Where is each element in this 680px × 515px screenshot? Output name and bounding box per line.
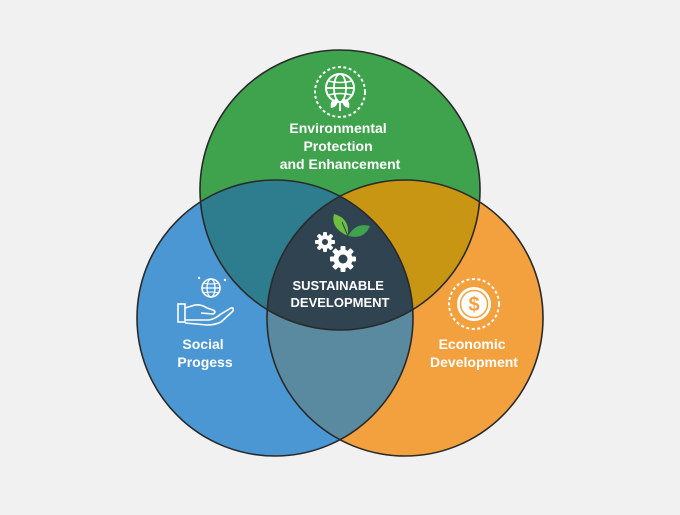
social-label-line-2: Progess	[177, 354, 232, 370]
globe-leaf-icon	[314, 66, 366, 118]
social-outline	[136, 179, 414, 457]
environmental-label-line-2: Protection	[303, 138, 372, 154]
environmental-label-line-3: and Enhancement	[280, 156, 401, 172]
dollar-coin-icon: $	[448, 278, 500, 330]
economic-outline	[266, 179, 544, 457]
social-label-line-1: Social	[182, 336, 223, 352]
economic-label-line-2: Development	[430, 354, 518, 370]
environmental-outline	[199, 49, 481, 331]
center-label-line-1: SUSTAINABLE	[292, 278, 384, 293]
environmental-label: Environmental Protection and Enhancement	[280, 120, 401, 172]
center-label: SUSTAINABLE DEVELOPMENT	[291, 278, 390, 310]
economic-label-line-1: Economic	[439, 336, 506, 352]
gears-leaf-icon	[315, 214, 370, 272]
hand-globe-icon	[177, 276, 235, 326]
economic-label: Economic Development	[430, 336, 518, 370]
environmental-label-line-1: Environmental	[289, 120, 386, 136]
svg-text:$: $	[468, 294, 479, 316]
social-label: Social Progess	[177, 336, 232, 370]
center-label-line-2: DEVELOPMENT	[291, 295, 390, 310]
